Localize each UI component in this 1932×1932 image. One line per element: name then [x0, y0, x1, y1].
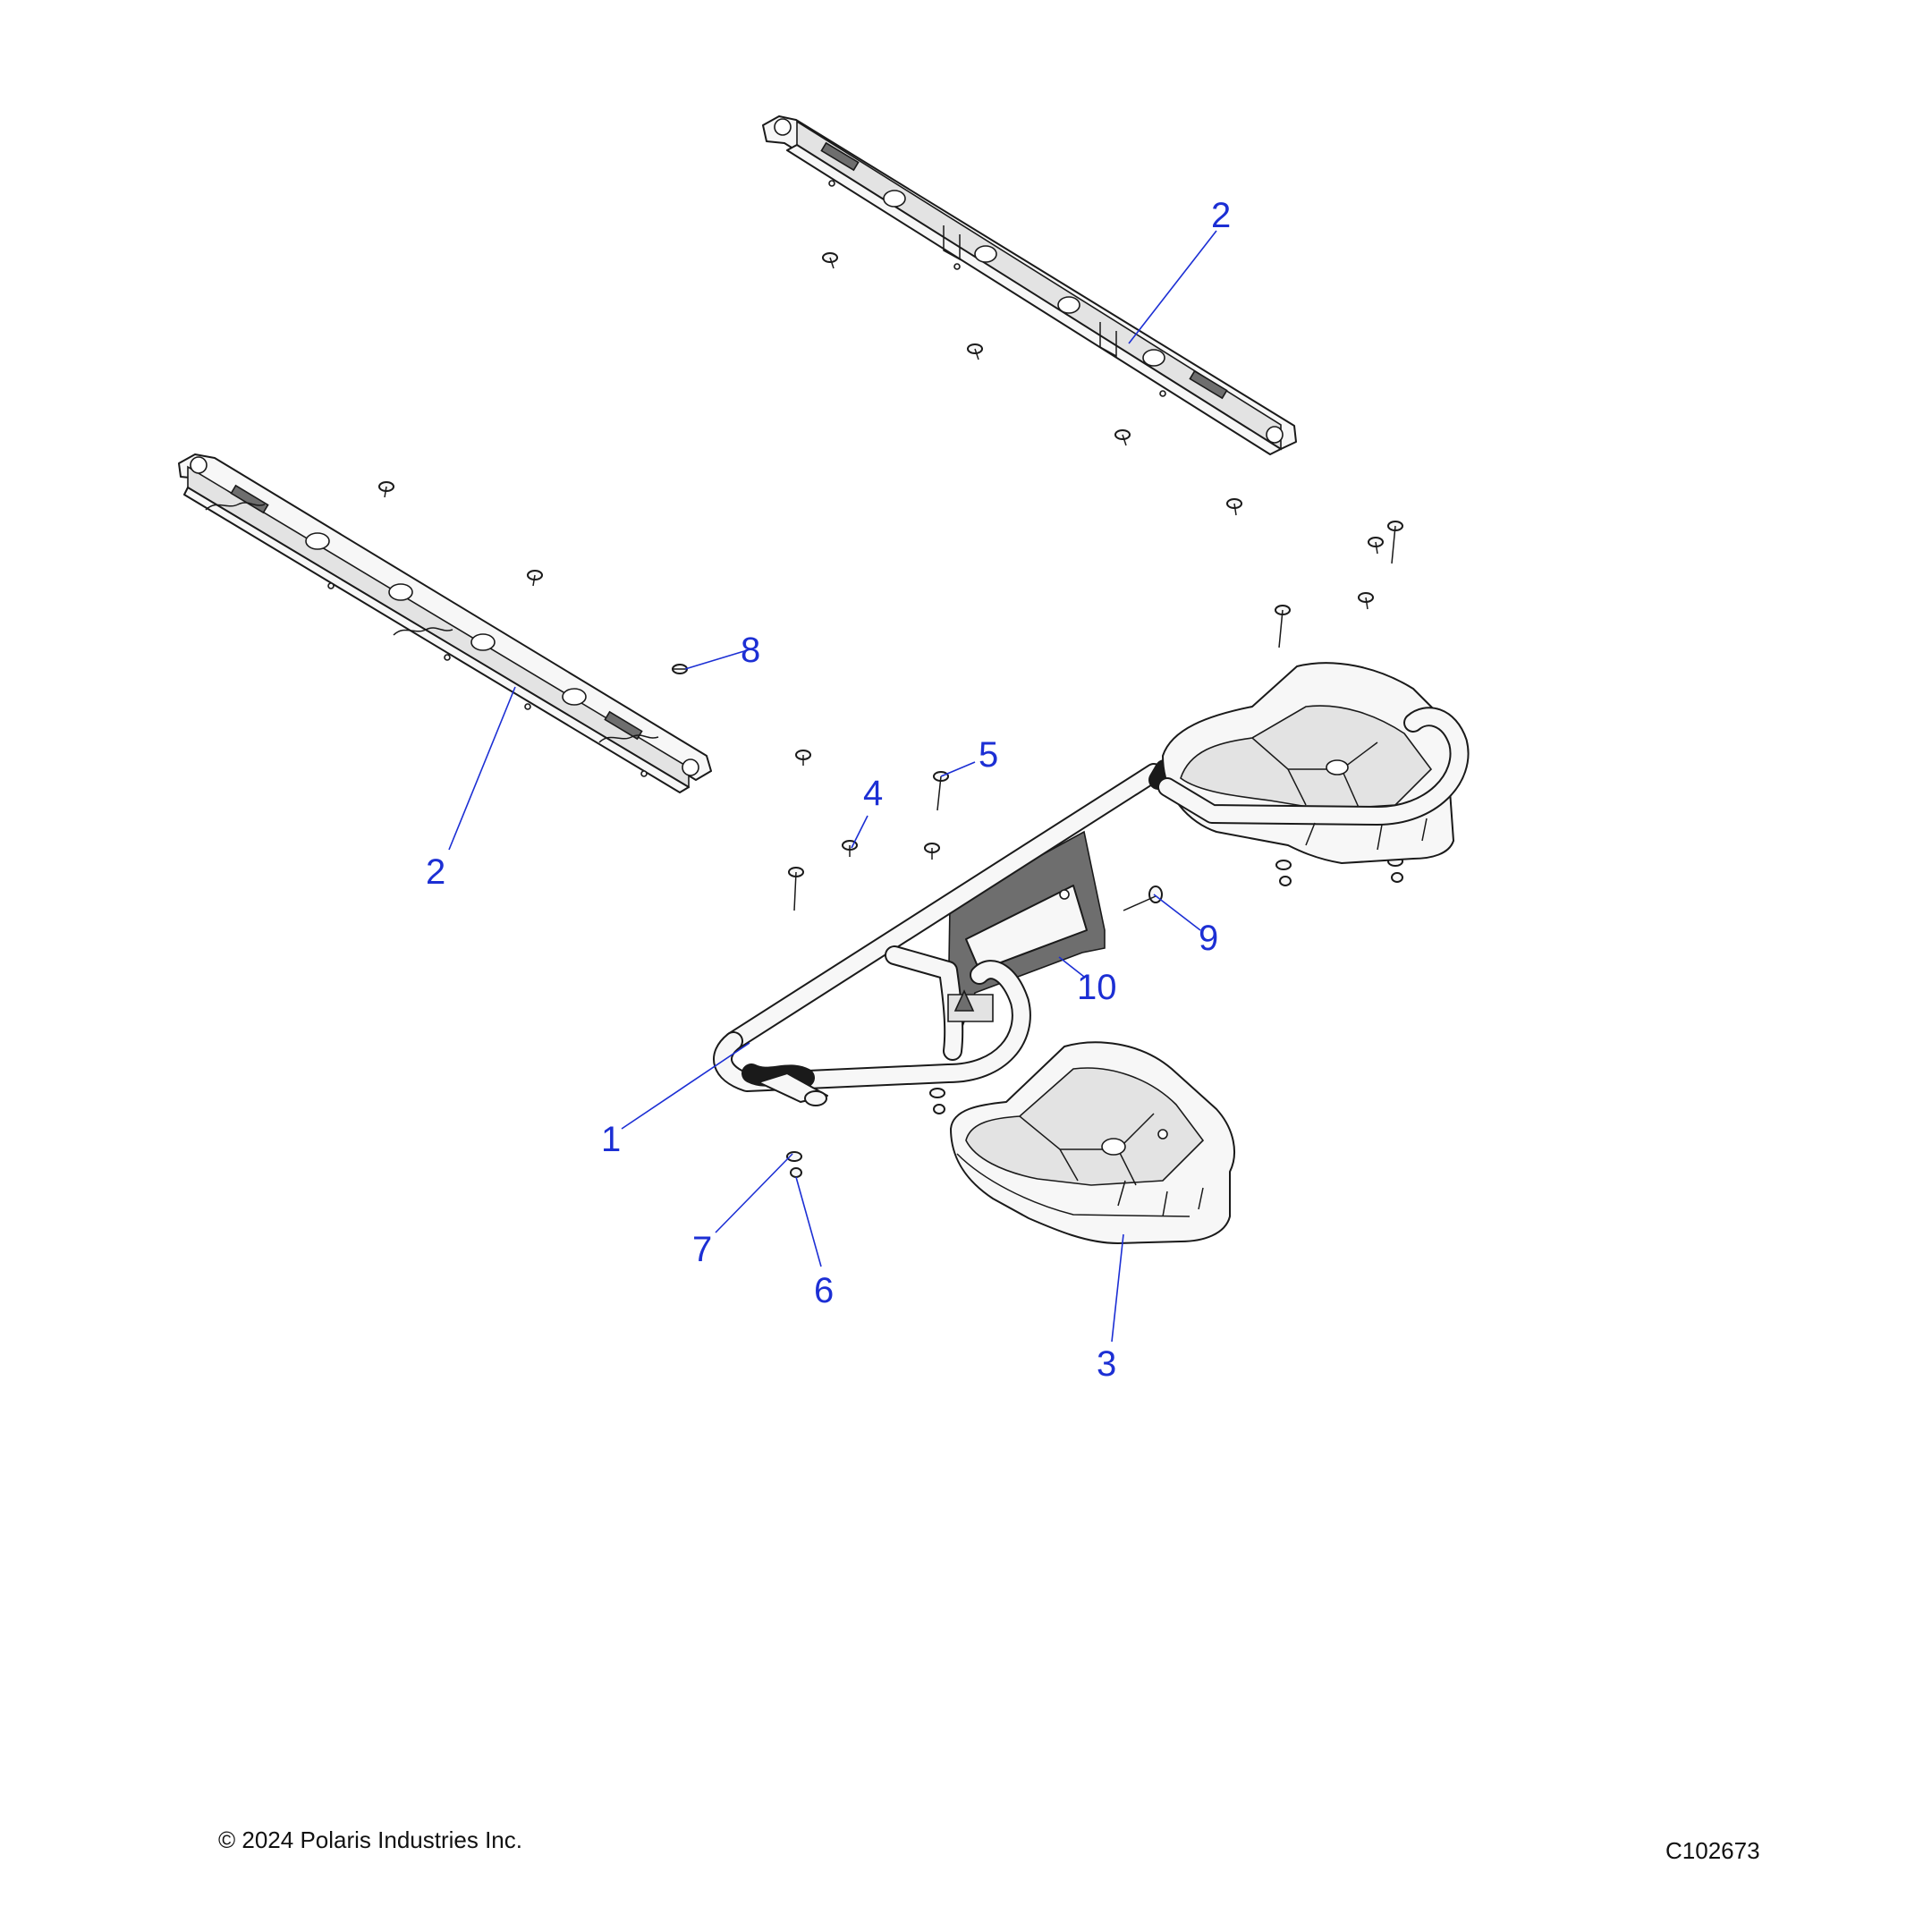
callout-5: 5 — [979, 735, 998, 775]
callout-labels: 1 2 2 3 4 5 6 7 8 9 10 — [426, 196, 1231, 1384]
bolt — [788, 867, 804, 911]
screw — [1226, 498, 1242, 516]
nut — [933, 1104, 945, 1114]
leader-2-left — [448, 686, 516, 851]
nut — [1391, 872, 1403, 883]
callout-9: 9 — [1199, 919, 1218, 958]
left-foot-step — [950, 1041, 1235, 1244]
callout-8: 8 — [741, 631, 760, 670]
callout-1: 1 — [601, 1120, 621, 1159]
callout-6: 6 — [814, 1271, 834, 1310]
bolt — [933, 771, 949, 811]
step-frame-assembly — [713, 759, 1174, 1106]
screw — [1358, 592, 1374, 610]
right-foot-step — [1157, 662, 1470, 864]
leader-4 — [851, 815, 869, 849]
bolt — [1123, 886, 1163, 911]
drawing-number: C102673 — [1665, 1837, 1760, 1864]
washer — [929, 1088, 945, 1098]
leader-5 — [940, 761, 976, 777]
callout-7: 7 — [692, 1230, 712, 1269]
screw — [924, 843, 940, 860]
leader-lines — [448, 230, 1217, 1343]
callout-2-top: 2 — [1211, 196, 1231, 235]
upper-mounting-bracket — [762, 115, 1297, 455]
nut — [790, 1167, 802, 1178]
screw — [967, 343, 983, 360]
fasteners — [378, 252, 1403, 911]
screw — [672, 664, 688, 674]
leader-8 — [684, 650, 745, 670]
washer — [1275, 860, 1292, 870]
callout-3: 3 — [1097, 1344, 1116, 1384]
screw — [842, 840, 858, 857]
leader-1 — [621, 1042, 750, 1130]
screw — [1368, 537, 1384, 555]
screw — [795, 750, 811, 766]
copyright-notice: © 2024 Polaris Industries Inc. — [218, 1826, 522, 1853]
screw — [1114, 429, 1131, 446]
leader-3 — [1111, 1233, 1124, 1343]
bolt — [1275, 605, 1291, 648]
leader-6 — [795, 1176, 822, 1267]
callout-4: 4 — [863, 774, 883, 813]
leader-9 — [1153, 894, 1201, 931]
leader-7 — [715, 1153, 793, 1233]
left-mounting-bracket — [178, 453, 712, 793]
screw — [527, 570, 543, 587]
leader-10 — [1058, 956, 1085, 978]
callout-10: 10 — [1077, 968, 1117, 1007]
washer — [786, 1151, 802, 1162]
screw — [822, 252, 838, 269]
callout-2-left: 2 — [426, 852, 445, 892]
leader-2-top — [1128, 230, 1217, 344]
nut — [1279, 876, 1292, 886]
bolt — [1387, 521, 1403, 564]
screw — [378, 481, 394, 498]
